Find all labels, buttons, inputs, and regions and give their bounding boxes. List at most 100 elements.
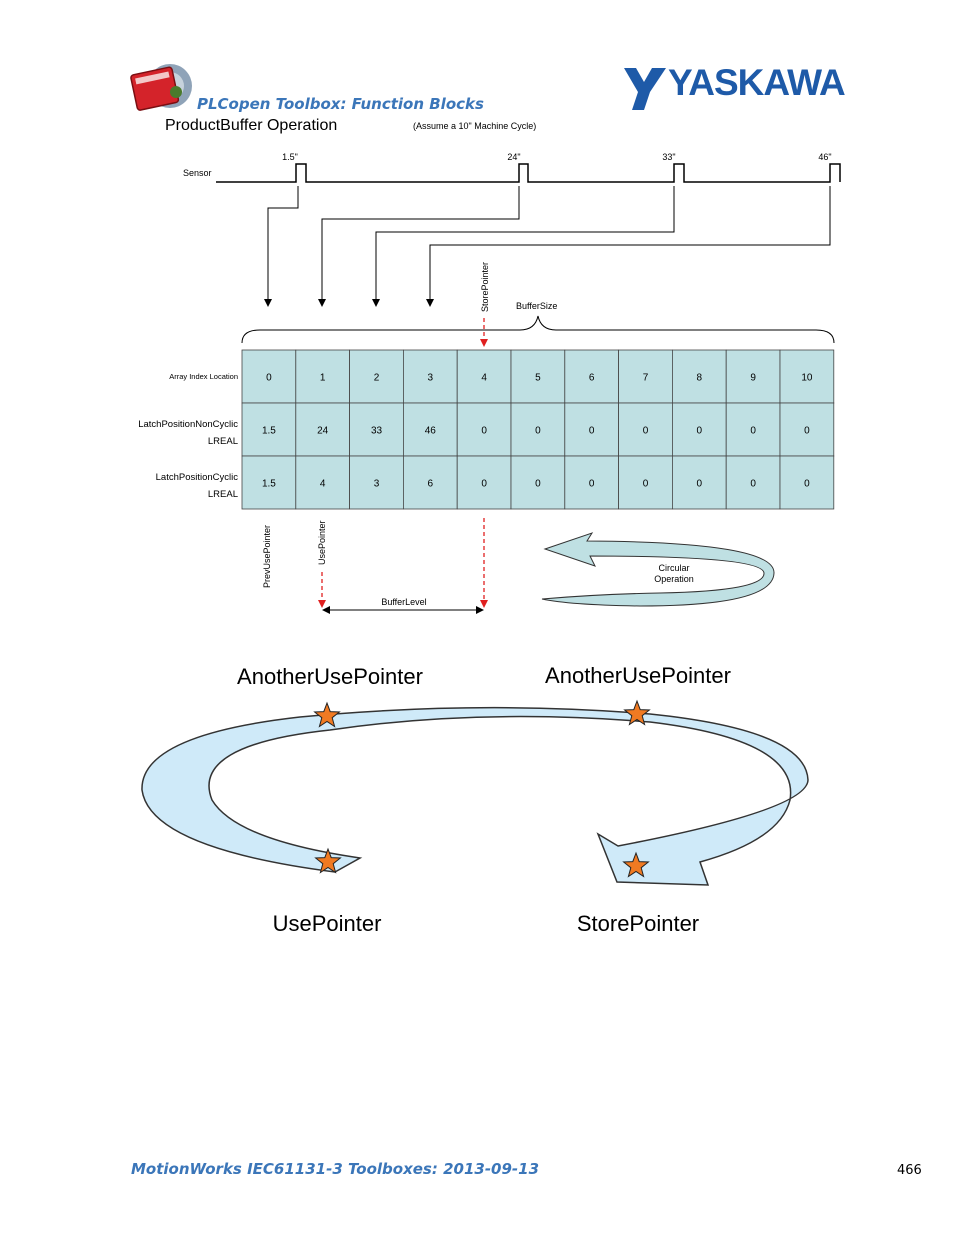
pulse-label-3: 33" bbox=[662, 152, 675, 162]
table-cell-value: 46 bbox=[425, 426, 437, 437]
table-cell bbox=[564, 455, 619, 510]
table-cell-value: 3 bbox=[428, 373, 434, 384]
table-cell-value: 0 bbox=[697, 479, 703, 490]
table-cell bbox=[510, 349, 566, 404]
table-cell-value: 0 bbox=[804, 479, 810, 490]
table-cell-value: 3 bbox=[374, 479, 380, 490]
table-cell bbox=[456, 402, 512, 457]
table-cell bbox=[779, 455, 835, 510]
table-cell-value: 0 bbox=[643, 479, 649, 490]
circular-label-1: Circular bbox=[658, 563, 689, 573]
table-cell-value: 1.5 bbox=[262, 479, 276, 490]
row-label: LatchPositionCyclic bbox=[156, 472, 239, 483]
table-cell bbox=[295, 455, 350, 510]
ring-arrow bbox=[141, 706, 809, 886]
table-cell-value: 6 bbox=[428, 479, 434, 490]
table-cell-value: 0 bbox=[535, 426, 541, 437]
table-cell bbox=[510, 455, 566, 510]
table-cell-value: 0 bbox=[643, 426, 649, 437]
pulse-label-1: 1.5" bbox=[282, 152, 298, 162]
table-cell bbox=[295, 349, 350, 404]
sensor-signal-line bbox=[216, 163, 841, 183]
buffer-size-label: BufferSize bbox=[516, 301, 557, 311]
row-label: LREAL bbox=[208, 436, 238, 447]
brand-name: YASKAWA bbox=[668, 62, 846, 103]
use-pointer-label: UsePointer bbox=[317, 520, 327, 565]
table-cell bbox=[349, 349, 404, 404]
table-cell bbox=[241, 402, 297, 457]
table-cell bbox=[456, 349, 512, 404]
row-label: Array Index Location bbox=[169, 372, 238, 381]
table-cell bbox=[725, 402, 781, 457]
circular-operation-arrow bbox=[541, 532, 775, 607]
table-cell-value: 1.5 bbox=[262, 426, 276, 437]
table-cell bbox=[672, 349, 727, 404]
table-cell-value: 0 bbox=[750, 479, 756, 490]
table-cell bbox=[402, 402, 458, 457]
table-cell-value: 0 bbox=[697, 426, 703, 437]
table-cell-value: 0 bbox=[481, 426, 487, 437]
pulse-label-4: 46" bbox=[818, 152, 831, 162]
ring-label-top-right: AnotherUsePointer bbox=[545, 663, 731, 688]
table-cell-value: 0 bbox=[750, 426, 756, 437]
row-label: LatchPositionNonCyclic bbox=[138, 419, 238, 430]
table-cell-value: 0 bbox=[804, 426, 810, 437]
footer-title: MotionWorks IEC61131-3 Toolboxes: 2013-0… bbox=[131, 1160, 540, 1178]
star-marker-icon bbox=[623, 699, 651, 726]
table-cell-value: 0 bbox=[589, 479, 595, 490]
table-cell bbox=[456, 455, 512, 510]
table-cell bbox=[402, 349, 458, 404]
table-cell bbox=[618, 402, 673, 457]
pulse-label-2: 24" bbox=[507, 152, 520, 162]
buffer-level-label: BufferLevel bbox=[381, 597, 426, 607]
diagram-note: (Assume a 10" Machine Cycle) bbox=[413, 121, 536, 131]
header-title: PLCopen Toolbox: Function Blocks bbox=[197, 95, 484, 113]
table-cell bbox=[618, 455, 673, 510]
table-cell-value: 10 bbox=[801, 373, 813, 384]
yaskawa-symbol-icon bbox=[624, 68, 666, 110]
ring-label-bottom-right: StorePointer bbox=[577, 911, 699, 936]
table-cell-value: 0 bbox=[266, 373, 272, 384]
table-cell bbox=[618, 349, 673, 404]
star-marker-icon bbox=[622, 851, 650, 878]
row-label: LREAL bbox=[208, 489, 238, 500]
star-marker-icon bbox=[314, 847, 342, 874]
table-cell-value: 0 bbox=[589, 426, 595, 437]
table-cell bbox=[779, 349, 835, 404]
table-cell bbox=[725, 455, 781, 510]
table-cell bbox=[725, 349, 781, 404]
ring-stars bbox=[313, 699, 651, 878]
yaskawa-logo bbox=[622, 66, 844, 112]
store-pointer-label-top: StorePointer bbox=[480, 262, 490, 312]
table-cell bbox=[349, 455, 404, 510]
table-cell-value: 4 bbox=[320, 479, 326, 490]
buffer-row-labels: Array Index LocationLatchPositionNonCycl… bbox=[138, 372, 238, 500]
prev-use-pointer-label: PrevUsePointer bbox=[262, 525, 272, 588]
table-cell-value: 0 bbox=[481, 479, 487, 490]
table-cell-value: 7 bbox=[643, 373, 649, 384]
table-cell-value: 8 bbox=[697, 373, 703, 384]
sensor-label: Sensor bbox=[183, 168, 212, 178]
table-cell bbox=[672, 455, 727, 510]
buffer-size-brace bbox=[241, 315, 835, 344]
table-cell bbox=[402, 455, 458, 510]
table-cell-value: 5 bbox=[535, 373, 541, 384]
table-cell-value: 9 bbox=[750, 373, 756, 384]
table-cell-value: 6 bbox=[589, 373, 595, 384]
page-number: 466 bbox=[897, 1163, 922, 1178]
table-cell-value: 1 bbox=[320, 373, 326, 384]
diagram-title: ProductBuffer Operation bbox=[165, 117, 337, 134]
table-cell-value: 2 bbox=[374, 373, 380, 384]
ring-label-top-left: AnotherUsePointer bbox=[237, 664, 423, 689]
latch-arrows bbox=[264, 186, 831, 307]
star-marker-icon bbox=[313, 701, 341, 728]
ring-label-bottom-left: UsePointer bbox=[273, 911, 382, 936]
toolbox-logo bbox=[128, 62, 198, 112]
table-cell-value: 33 bbox=[371, 426, 383, 437]
buffer-array-table: 0 1 2 3 4 5 6 7 8 9 10 1.5 24 33 46 0 0 0 0 0 0 0 1.5 4 3 6 0 0 0 0 0 0… bbox=[241, 349, 835, 510]
table-cell-value: 0 bbox=[535, 479, 541, 490]
table-cell-value: 4 bbox=[481, 373, 487, 384]
table-cell bbox=[779, 402, 835, 457]
table-cell-value: 24 bbox=[317, 426, 329, 437]
